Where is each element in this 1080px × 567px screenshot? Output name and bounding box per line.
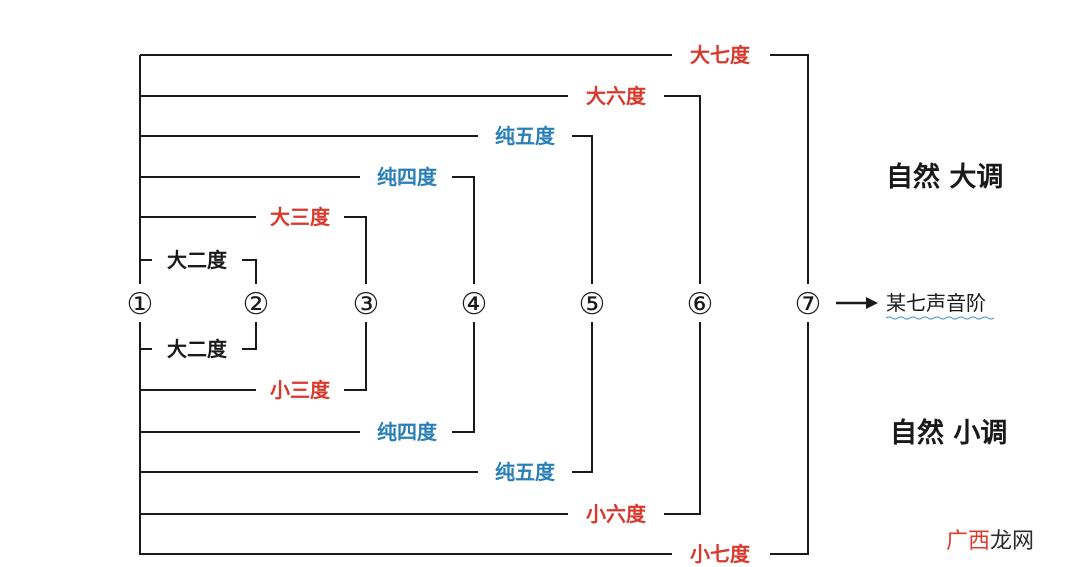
interval-label-upper-7: 大七度 <box>690 43 751 67</box>
interval-label-lower-2: 大二度 <box>167 337 228 361</box>
interval-label-lower-3: 小三度 <box>270 378 331 402</box>
major-scale-title: 自然 大调 <box>886 161 1003 193</box>
bracket-upper-6-tail <box>664 95 701 284</box>
degree-6-mask <box>682 284 718 322</box>
bracket-lower-2-tail <box>242 322 257 350</box>
bracket-lower-5-tail <box>572 322 593 473</box>
interval-label-upper-6: 大六度 <box>586 84 647 108</box>
bracket-lower-6-tail <box>664 322 701 515</box>
scale-note: 某七声音阶 <box>886 291 986 315</box>
degree-5: ⑤ <box>579 287 606 322</box>
scale-note-underline <box>885 316 995 320</box>
bracket-upper-3-tail <box>344 216 367 284</box>
degree-3-mask <box>348 284 384 322</box>
degree-2-mask <box>238 284 274 322</box>
bracket-lower-7-tail <box>770 322 809 555</box>
bracket-upper-2-tail <box>242 259 257 284</box>
interval-label-upper-5: 纯五度 <box>495 124 556 148</box>
degree-6: ⑥ <box>687 287 714 322</box>
arrow-head-icon <box>866 297 878 309</box>
interval-label-upper-3: 大三度 <box>270 205 331 229</box>
interval-label-upper-4: 纯四度 <box>377 165 438 189</box>
watermark: 广西龙网 <box>946 529 1034 554</box>
degree-4-mask <box>456 284 492 322</box>
interval-label-lower-7: 小七度 <box>690 542 751 566</box>
interval-label-lower-6: 小六度 <box>586 502 647 526</box>
degree-4: ④ <box>461 287 488 322</box>
degree-5-mask <box>574 284 610 322</box>
interval-label-lower-4: 纯四度 <box>377 420 438 444</box>
minor-scale-title: 自然 小调 <box>890 417 1007 449</box>
interval-label-upper-2: 大二度 <box>167 248 228 272</box>
bracket-upper-4-tail <box>452 176 475 284</box>
bracket-lower-4-tail <box>452 322 475 433</box>
watermark-part1: 广西 <box>946 529 990 554</box>
degree-7-mask <box>790 284 826 322</box>
degree-1-mask <box>122 284 158 322</box>
bracket-upper-5-tail <box>572 135 593 284</box>
degree-1: ① <box>127 287 154 322</box>
watermark-part2: 龙网 <box>990 529 1034 554</box>
bracket-upper-7-tail <box>770 54 809 284</box>
degree-2: ② <box>243 287 270 322</box>
interval-label-lower-5: 纯五度 <box>495 460 556 484</box>
bracket-lower-3-tail <box>344 322 367 391</box>
degree-7: ⑦ <box>795 287 822 322</box>
degree-3: ③ <box>353 287 380 322</box>
